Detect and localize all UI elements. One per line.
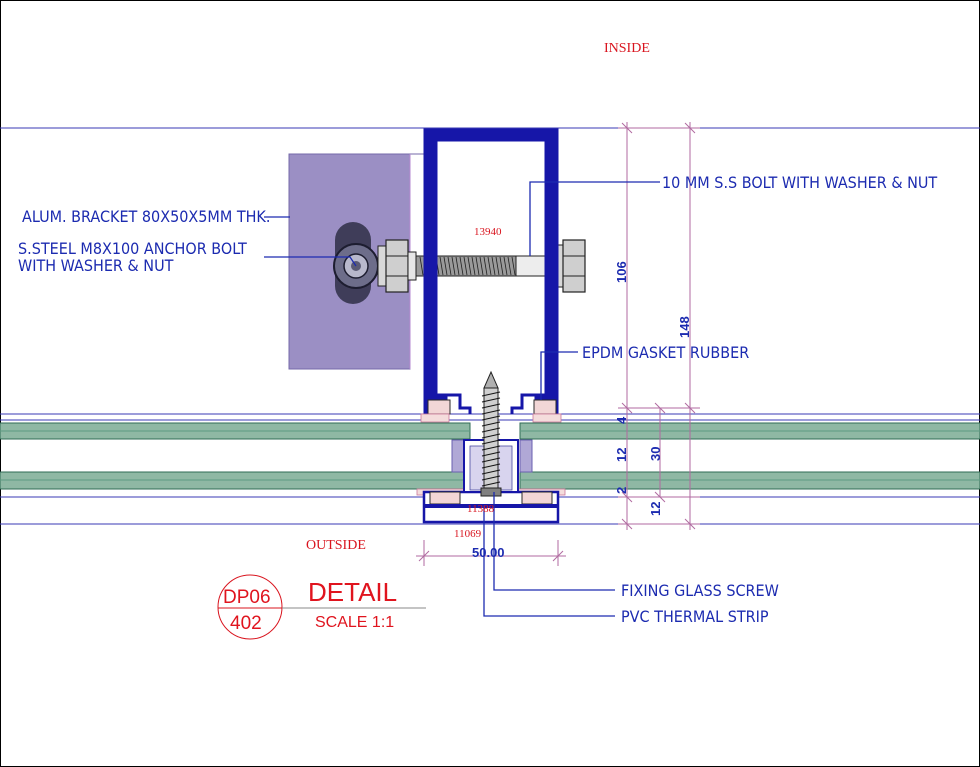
inside-label: INSIDE: [604, 41, 650, 56]
epdm-gaskets-inner: [420, 399, 562, 423]
bolt-thread: [507, 256, 512, 276]
screw-thread: [481, 421, 501, 427]
bolt-thread: [511, 256, 516, 276]
mullion-part-number: 13940: [474, 226, 502, 238]
bolt-thread: [495, 256, 500, 276]
bolt-thread: [463, 256, 468, 276]
dim-4: 4: [614, 416, 629, 424]
title-block: DP06 402 DETAIL SCALE 1:1: [217, 574, 426, 640]
screw-thread: [481, 463, 501, 469]
dim-12-cap: 12: [648, 502, 663, 516]
screw-thread: [481, 391, 501, 397]
bolt-thread: [483, 256, 488, 276]
bracket-label: ALUM. BRACKET 80X50X5MM THK.: [22, 207, 270, 226]
screw-thread: [481, 469, 501, 475]
gasket-label: EPDM GASKET RUBBER: [582, 343, 749, 362]
leader-lines: [264, 181, 660, 617]
mullion-bolt: [377, 239, 586, 293]
screw-thread: [481, 397, 501, 403]
bolt-thread: [443, 256, 448, 276]
bolt-thread: [419, 256, 424, 276]
dim-148: 148: [677, 316, 692, 338]
bolt-thread: [479, 256, 484, 276]
title-bubble: [217, 574, 283, 640]
spacer-right: [519, 439, 533, 473]
screw-thread: [481, 475, 501, 481]
outside-label: OUTSIDE: [306, 538, 366, 553]
anchor-bolt-label-line1: S.STEEL M8X100 ANCHOR BOLT: [18, 239, 247, 258]
dim-2: 2: [614, 487, 629, 494]
screw-thread: [481, 403, 501, 409]
pvc-strip-label: PVC THERMAL STRIP: [621, 607, 769, 626]
screw-thread: [481, 433, 501, 439]
screw-thread: [481, 481, 501, 487]
screw-thread: [481, 427, 501, 433]
dim-width: 50.00: [472, 545, 505, 560]
title-sheet: 402: [230, 613, 262, 634]
bolt-thread: [475, 256, 480, 276]
bolt-thread: [439, 256, 444, 276]
bolt-thread: [459, 256, 464, 276]
dim-30: 30: [648, 447, 663, 461]
anchor-bolt-label-line2: WITH WASHER & NUT: [18, 256, 174, 275]
screw-thread: [481, 439, 501, 445]
title-scale: SCALE 1:1: [315, 614, 394, 631]
bolt-thread: [503, 256, 508, 276]
cap-inner-part-number: 11388: [467, 503, 495, 515]
cap-outer-part-number: 11069: [454, 528, 482, 540]
bolt-thread: [471, 256, 476, 276]
screw-thread: [481, 457, 501, 463]
title-code: DP06: [223, 587, 271, 608]
screw-thread: [481, 445, 501, 451]
screw-thread: [481, 409, 501, 415]
bolt-thread: [499, 256, 504, 276]
screw-thread: [481, 451, 501, 457]
dimension-lines: [416, 122, 700, 566]
bolt-thread: [447, 256, 452, 276]
dim-106: 106: [614, 261, 629, 283]
bolt-thread: [467, 256, 472, 276]
bolt-thread: [451, 256, 456, 276]
bolt-thread: [487, 256, 492, 276]
dim-12-glass-inner: 12: [614, 448, 629, 462]
mullion-bolt-label: 10 MM S.S BOLT WITH WASHER & NUT: [662, 173, 937, 192]
screw-label: FIXING GLASS SCREW: [621, 581, 779, 600]
screw-thread: [481, 415, 501, 421]
title-text: DETAIL: [308, 577, 397, 607]
fixing-glass-screw: [480, 370, 502, 497]
screw-threads: [481, 391, 501, 487]
bolt-thread: [491, 256, 496, 276]
bolt-thread: [455, 256, 460, 276]
